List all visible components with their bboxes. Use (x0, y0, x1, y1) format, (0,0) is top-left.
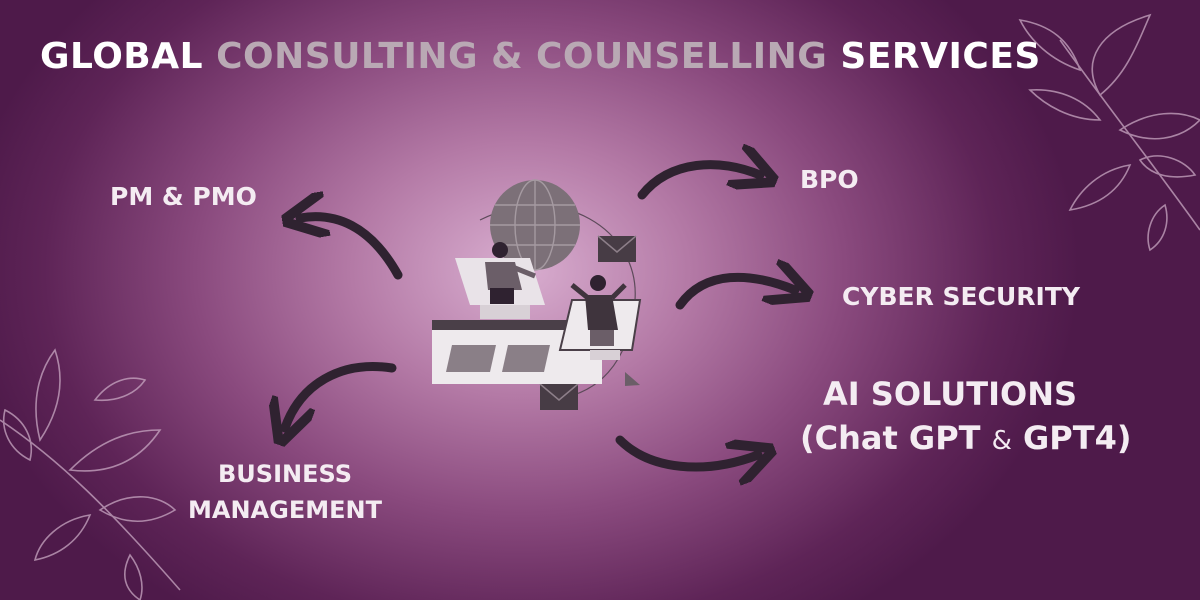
title-part-global: GLOBAL (40, 36, 204, 77)
label-business-management: BUSINESS MANAGEMENT (180, 456, 390, 528)
bm-line-2: MANAGEMENT (188, 496, 382, 524)
title-part-services: SERVICES (840, 36, 1041, 77)
page-title: GLOBAL CONSULTING & COUNSELLING SERVICES (40, 36, 1041, 77)
title-part-consulting: CONSULTING & COUNSELLING (216, 36, 828, 77)
ai-gpt4: GPT4) (1023, 419, 1132, 457)
bm-line-1: BUSINESS (218, 460, 352, 488)
ai-ampersand: & (991, 426, 1012, 456)
ai-chat-gpt: (Chat GPT (800, 419, 981, 457)
label-bpo: BPO (800, 165, 859, 194)
arrow-icon (615, 435, 758, 467)
globe-icon (490, 179, 580, 271)
person-icon (485, 242, 536, 304)
ai-line-1: AI SOLUTIONS (822, 375, 1078, 413)
label-ai-solutions: AI SOLUTIONS (Chat GPT & GPT4) (800, 372, 1131, 463)
label-cyber-security: CYBER SECURITY (842, 282, 1080, 311)
ai-line-2: (Chat GPT & GPT4) (800, 416, 1131, 463)
envelope-icon (597, 235, 637, 262)
arrow-icon (285, 362, 397, 428)
envelope-icon (539, 383, 579, 410)
person-icon (570, 275, 627, 346)
arrow-icon (637, 165, 760, 200)
label-pm-pmo: PM & PMO (110, 182, 257, 211)
arrow-icon (300, 217, 403, 280)
arrow-icon (675, 277, 795, 310)
